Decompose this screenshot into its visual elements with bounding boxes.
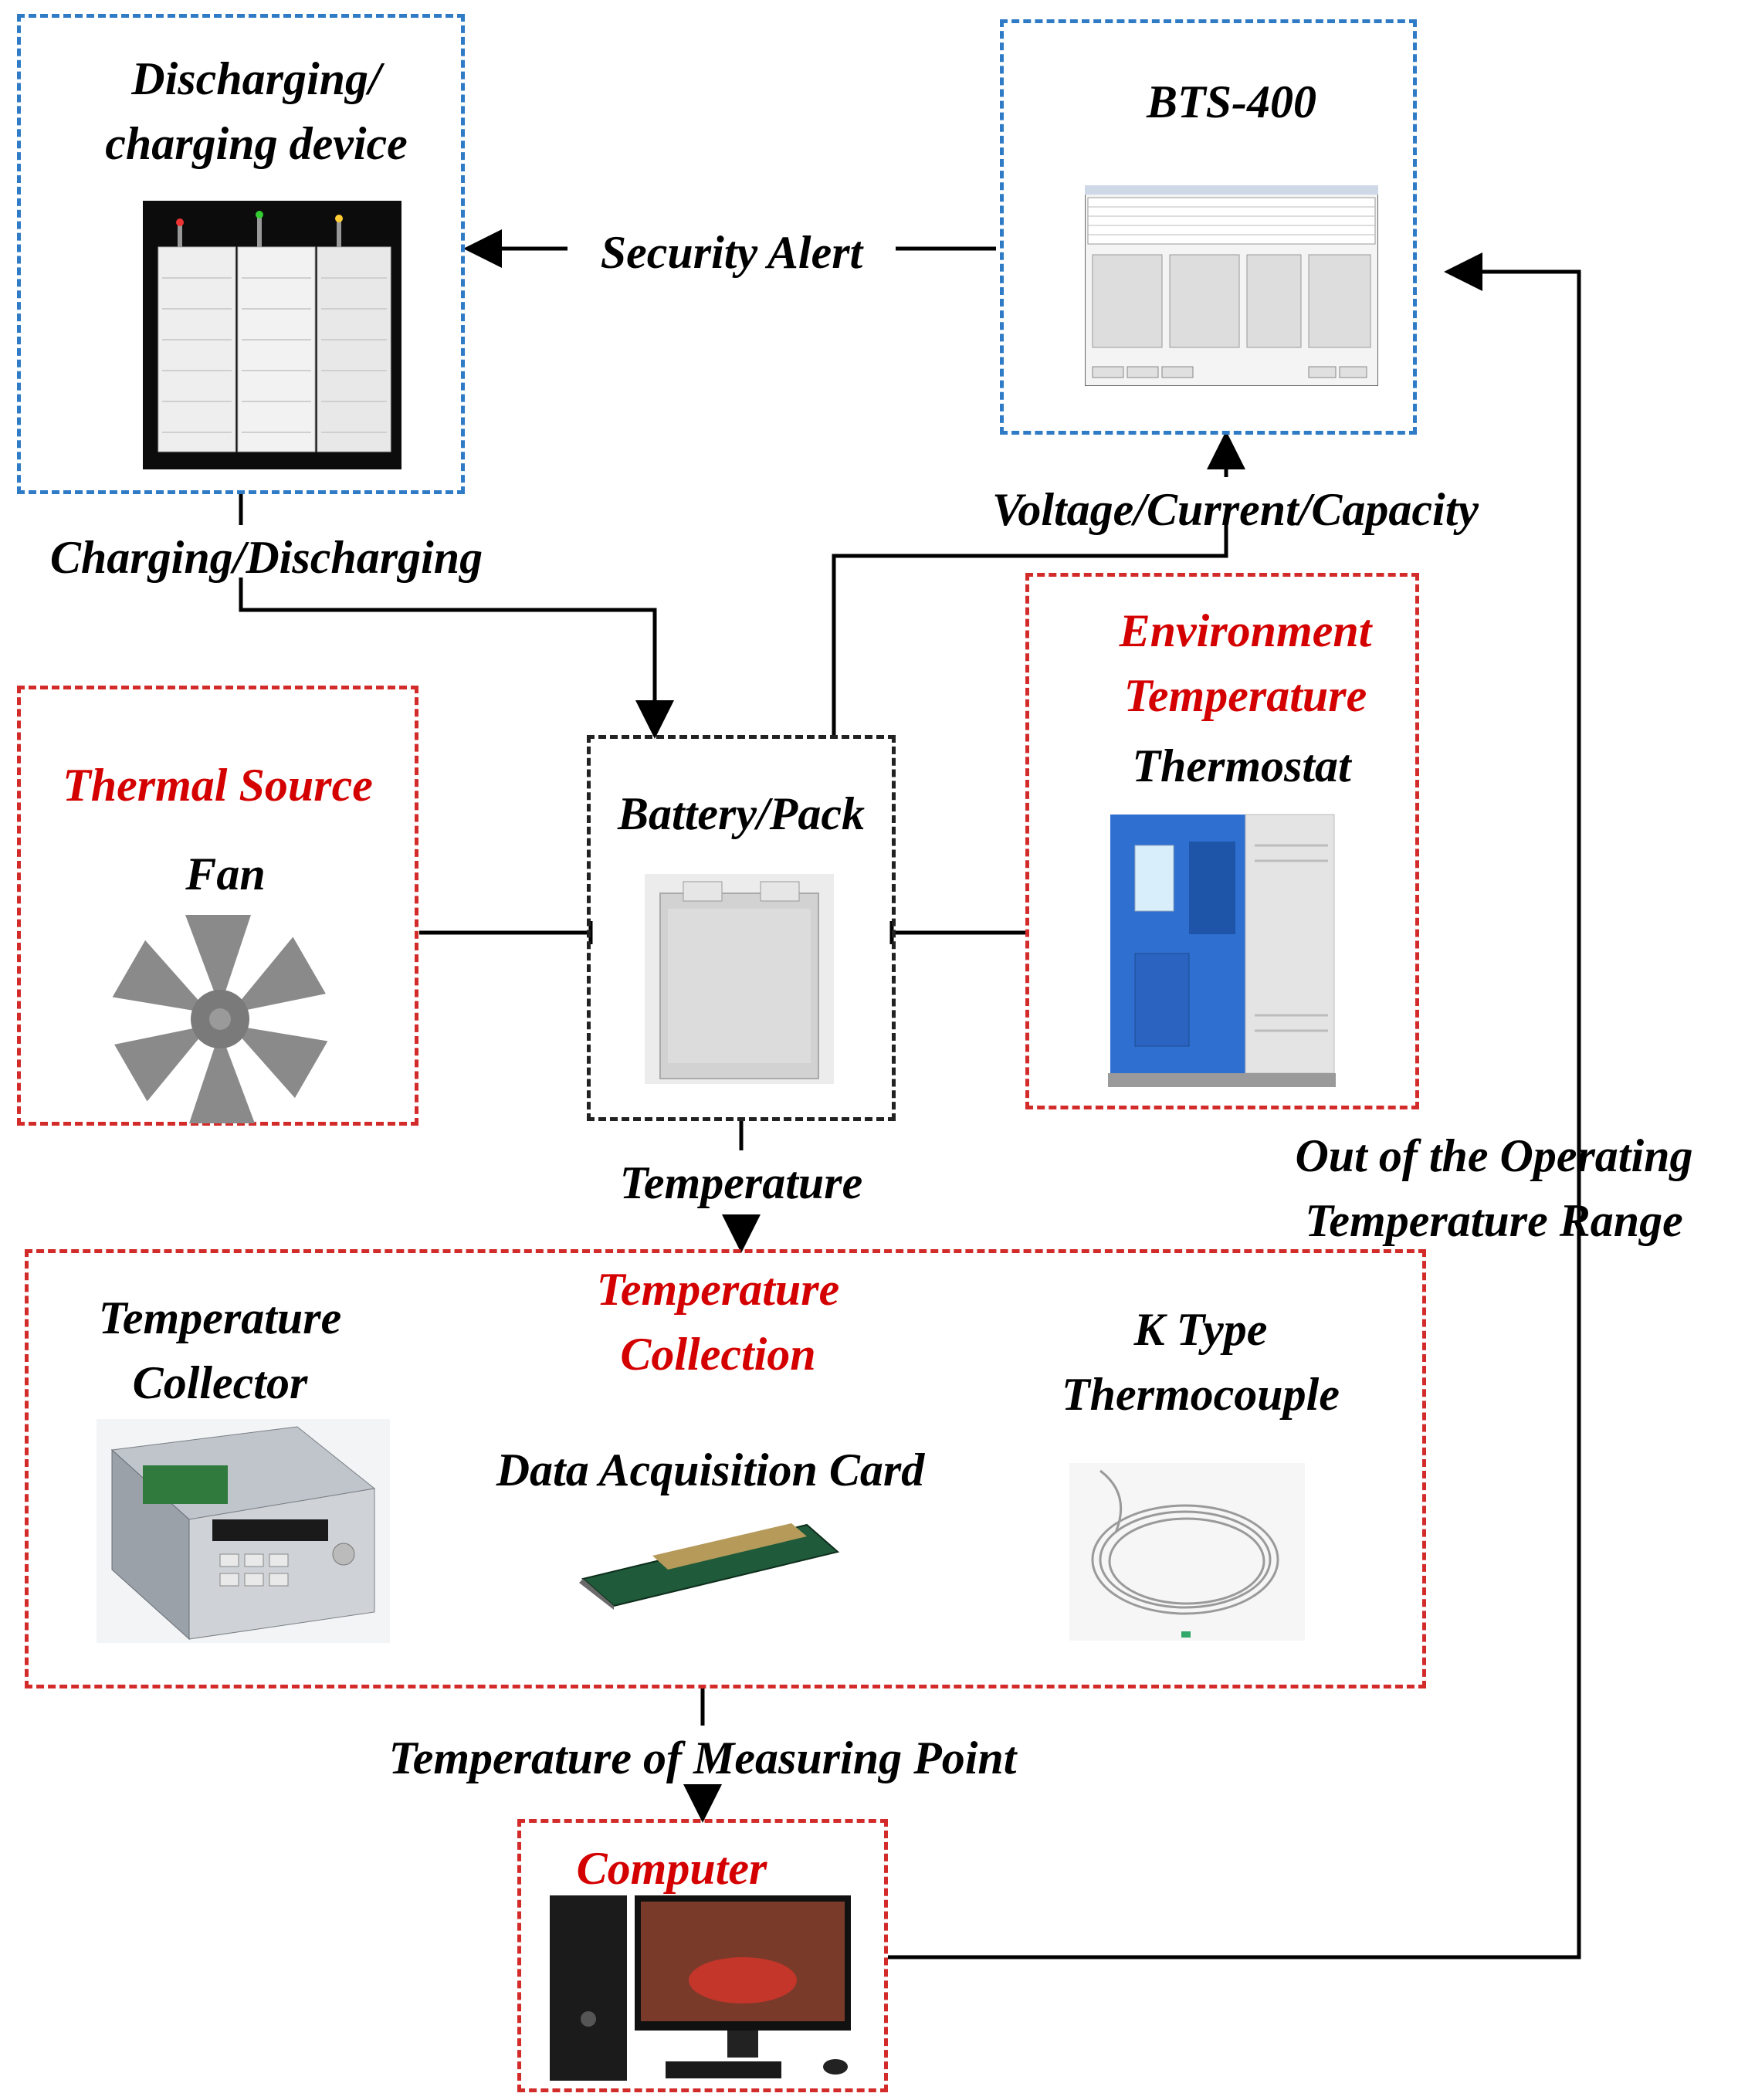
- charging-discharging-label: Charging/Discharging: [49, 532, 483, 583]
- temperature-collector-label: Temperature Collector: [98, 1292, 342, 1408]
- bts-box: [1000, 19, 1417, 435]
- charger-box: [17, 14, 465, 494]
- desktop-pc-image: [550, 1895, 851, 2081]
- k-type-thermocouple-label: K Type Thermocouple: [1062, 1304, 1340, 1420]
- daq-card-label: Data Acquisition Card: [496, 1445, 925, 1495]
- computer-box: [517, 1819, 888, 2092]
- climate-chamber-image: [1108, 814, 1336, 1087]
- measuring-point-label: Temperature of Measuring Point: [388, 1732, 1017, 1783]
- thermocouple-wire-image: [1069, 1463, 1305, 1641]
- battery-pack-title: Battery/Pack: [618, 788, 865, 839]
- daq-card-image: [579, 1523, 840, 1610]
- data-logger-image: [97, 1419, 390, 1643]
- temperature-label: Temperature: [619, 1157, 863, 1208]
- environment-title: Environment Temperature: [1119, 605, 1372, 721]
- battery-tester-cabinets-image: [143, 201, 401, 469]
- edge-out-of-range: [888, 252, 1581, 1959]
- thermostat-label: Thermostat: [1132, 740, 1351, 791]
- computer-title: Computer: [576, 1843, 767, 1894]
- fan-label: Fan: [185, 848, 266, 899]
- pouch-cell-image: [645, 874, 834, 1084]
- thermal-source-box: [17, 686, 418, 1126]
- fan-icon: [112, 915, 328, 1123]
- security-alert-label: Security Alert: [600, 227, 863, 278]
- temperature-collection-title: Temperature Collection: [596, 1264, 840, 1380]
- voltage-current-capacity-label: Voltage/Current/Capacity: [991, 484, 1479, 535]
- thermal-source-title: Thermal Source: [63, 760, 373, 811]
- bts-title: BTS-400: [1146, 76, 1317, 127]
- edge-voltage-current-capacity: [832, 522, 1228, 735]
- charger-title: Discharging/ charging device: [105, 53, 408, 169]
- out-of-range-label: Out of the Operating Temperature Range: [1295, 1130, 1693, 1246]
- battery-pack-box: [587, 735, 896, 1121]
- temperature-collection-box: [25, 1249, 1426, 1688]
- environment-box: [1025, 573, 1419, 1109]
- software-window-image: [1085, 185, 1378, 386]
- edge-charging-discharging-arrow: [239, 578, 674, 739]
